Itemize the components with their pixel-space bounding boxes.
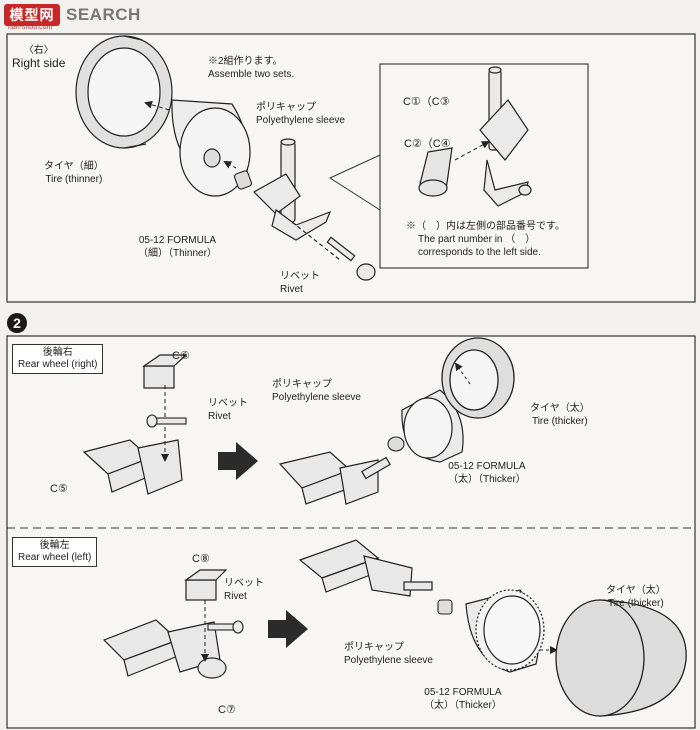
wheel-label: 05-12 FORMULA （細）（Thinner）: [138, 235, 217, 259]
rear-left-tire: [555, 599, 687, 717]
rear-right-rivet: [146, 414, 187, 428]
rear-left-wheel-label: 05-12 FORMULA （太）（Thicker）: [424, 687, 502, 711]
rear-left-assembled: [298, 539, 433, 597]
thin-tire: [75, 35, 173, 149]
rear-right-title: 後輪右 Rear wheel (right): [12, 344, 104, 374]
rear-right-assembled: [278, 451, 391, 505]
rear-right-tire: [441, 337, 515, 419]
site-logo: 模型网 SEARCH nan-shou.com: [4, 2, 141, 31]
logo-text: SEARCH: [66, 5, 141, 24]
rear-left-wheel: [465, 589, 545, 673]
logo-mark: 模型网: [4, 4, 60, 26]
rear-right-sleeve-label: ポリキャップ Polyethylene sleeve: [272, 379, 361, 403]
rear-left-part-top: C⑧: [192, 553, 210, 565]
inset-note: ※（ ）内は左側の部品番号です。 The part number in （ ） …: [406, 221, 565, 258]
rear-right-arm: [82, 354, 188, 495]
step-number: 2: [7, 313, 27, 333]
tire-label: タイヤ（細） Tire (thinner): [44, 161, 104, 185]
rear-left-sleeve: [437, 599, 453, 615]
inset-cone: [418, 147, 453, 197]
rear-left-sleeve-label: ポリキャップ Polyethylene sleeve: [344, 642, 433, 666]
rear-left-rivet-label: リベット Rivet: [224, 578, 264, 602]
inset-frame: [379, 63, 589, 269]
logo-sub: nan-shou.com: [8, 24, 53, 31]
inset-upright: [479, 66, 532, 207]
rear-left-rivet: [207, 620, 244, 634]
side-label: 〈右〉 Right side: [12, 45, 66, 70]
big-arrow-right: [218, 442, 258, 480]
rivet-label: リベット Rivet: [280, 271, 320, 295]
rear-right-part-bottom: C⑤: [50, 483, 68, 495]
rear-right-wheel: [401, 389, 464, 463]
inset-part-2: C②（C④: [404, 138, 451, 150]
thin-rivet: [291, 221, 376, 281]
upright-part: [253, 138, 332, 241]
rear-left-part-bottom: C⑦: [218, 704, 236, 716]
rear-right-sleeve: [387, 436, 405, 452]
rear-left-tire-label: タイヤ（太） Tire (thicker): [606, 585, 666, 609]
big-arrow-left: [268, 610, 308, 648]
inset-part-1: C①（C③: [403, 96, 450, 108]
rear-right-rivet-label: リベット Rivet: [208, 398, 248, 422]
rear-right-tire-label: タイヤ（太） Tire (thicker): [530, 403, 590, 427]
rear-left-title: 後輪左 Rear wheel (left): [12, 537, 98, 567]
thin-sleeve: [233, 170, 253, 190]
rear-right-part-top: C⑥: [172, 350, 190, 362]
assemble-note: ※2組作ります。 Assemble two sets.: [208, 56, 295, 80]
sleeve-label: ポリキャップ Polyethylene sleeve: [256, 102, 345, 126]
rear-right-wheel-label: 05-12 FORMULA （太）（Thicker）: [448, 461, 526, 485]
